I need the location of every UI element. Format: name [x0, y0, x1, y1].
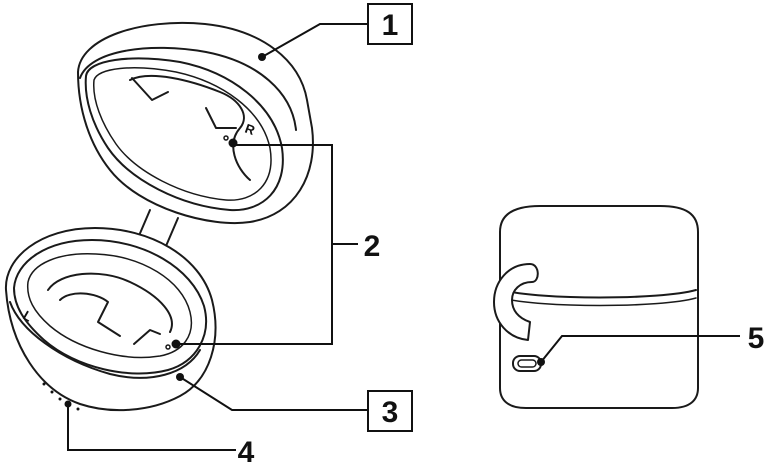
callout-1: 1 — [367, 3, 413, 45]
case-lid: R — [77, 22, 314, 224]
callout-leaders — [67, 23, 740, 451]
callout-5-number: 5 — [748, 322, 765, 355]
callout-4-number: 4 — [238, 436, 255, 465]
open-charging-case: R L — [4, 22, 314, 412]
callout-3-number: 3 — [382, 396, 399, 429]
lid-clasp — [493, 263, 539, 341]
base-charging-contacts — [165, 339, 181, 350]
lid-charging-contacts — [223, 135, 238, 148]
callout-5: 5 — [748, 322, 765, 355]
callout-4: 4 — [238, 436, 255, 465]
callout-2: 2 — [364, 230, 381, 263]
case-base: L — [4, 227, 217, 412]
callout-3: 3 — [367, 390, 413, 432]
closed-charging-case — [493, 205, 699, 409]
callout-2-number: 2 — [364, 230, 381, 263]
callout-1-number: 1 — [382, 9, 399, 42]
